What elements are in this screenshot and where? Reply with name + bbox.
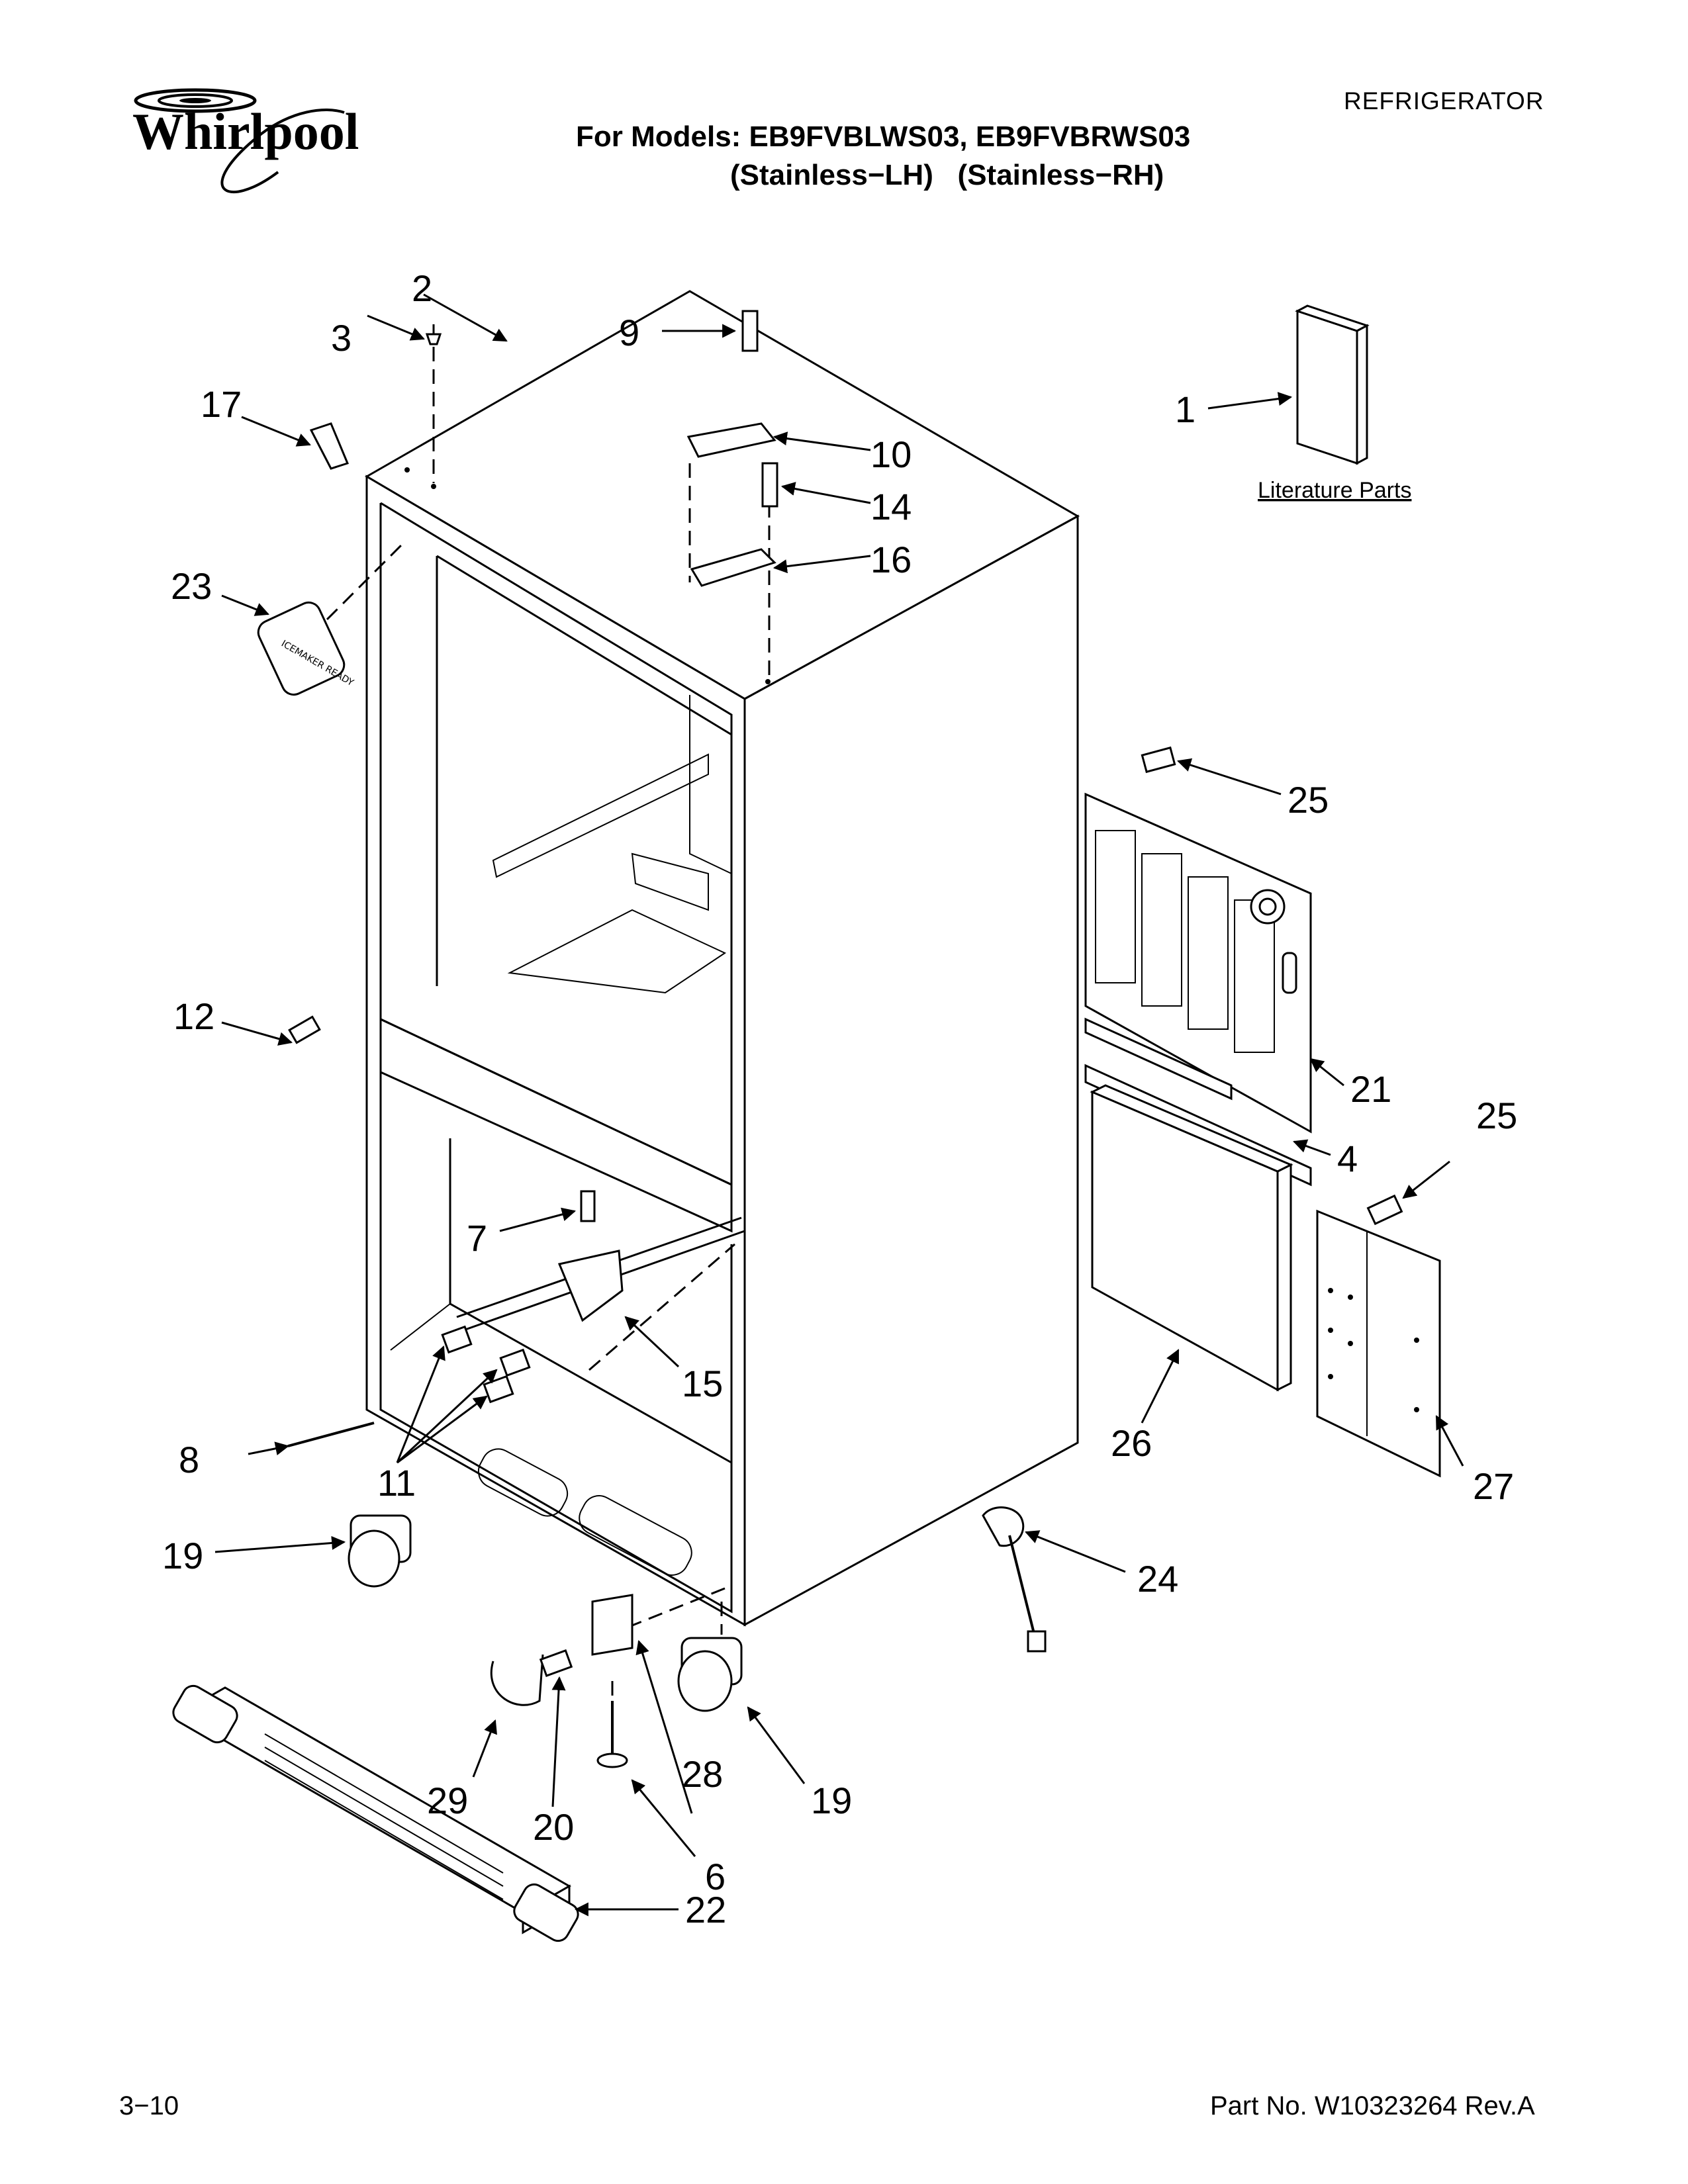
callout-23: 23: [171, 565, 212, 607]
callout-1: 1: [1175, 388, 1196, 430]
callout-16: 16: [870, 539, 912, 580]
caster-left: [348, 1514, 412, 1588]
caster-right: [677, 1637, 743, 1712]
callout-24: 24: [1137, 1558, 1178, 1600]
insulation-board: [1090, 1084, 1293, 1392]
callout-7: 7: [467, 1217, 487, 1259]
callout-25-top: 25: [1288, 779, 1329, 821]
wire-harness: [982, 1506, 1047, 1653]
callout-22: 22: [685, 1889, 726, 1931]
callout-26: 26: [1111, 1422, 1152, 1464]
leveling-leg: [596, 1701, 628, 1768]
panel-screw-side: [1366, 1194, 1403, 1226]
callout-6: 6: [705, 1856, 726, 1897]
callout-28: 28: [682, 1753, 723, 1795]
seal-strip-upper: [1084, 1017, 1233, 1101]
callout-19-right: 19: [811, 1780, 852, 1821]
callout-29: 29: [427, 1780, 468, 1821]
cabinet: [365, 290, 1080, 1627]
toe-grille: [172, 1684, 579, 1942]
icemaker-label: ICEMAKER READY: [257, 601, 355, 696]
callout-9: 9: [619, 312, 639, 353]
callout-17: 17: [201, 383, 242, 425]
callout-8: 8: [179, 1439, 199, 1480]
page-category: REFRIGERATOR: [1344, 87, 1544, 114]
part-number: Part No. W10323264 Rev.A: [1210, 2091, 1535, 2120]
callout-15: 15: [682, 1363, 723, 1404]
cover-clip: [490, 1654, 544, 1706]
callout-3: 3: [331, 317, 352, 359]
top-screw: [425, 333, 442, 345]
callout-10: 10: [870, 433, 912, 475]
panel-screw-top: [1141, 746, 1176, 774]
callout-2: 2: [412, 267, 432, 309]
brand-name: Whirlpool: [132, 103, 359, 160]
rear-access-panel: [1084, 792, 1312, 1134]
callout-14: 14: [870, 486, 912, 527]
whirlpool-logo: Whirlpool: [126, 73, 404, 205]
callout-4: 4: [1337, 1138, 1358, 1179]
leveling-bolt: [287, 1422, 375, 1447]
literature-parts: [1295, 304, 1370, 465]
page-number: 3−10: [119, 2091, 179, 2120]
compressor-cover: [1316, 1209, 1441, 1478]
callout-19-left: 19: [162, 1535, 203, 1576]
literature-parts-label: Literature Parts: [1258, 478, 1411, 503]
callout-21: 21: [1350, 1068, 1391, 1110]
variants-line: (Stainless−LH) (Stainless−RH): [730, 159, 1164, 191]
callout-20: 20: [533, 1806, 574, 1848]
callout-12: 12: [173, 995, 214, 1037]
lower-bracket: [557, 1250, 624, 1322]
roller-bracket: [591, 1594, 633, 1656]
callout-11: 11: [377, 1462, 416, 1504]
models-line: For Models: EB9FVBLWS03, EB9FVBRWS03: [576, 120, 1191, 153]
side-screw: [288, 1015, 321, 1044]
bracket-screw: [539, 1649, 573, 1677]
lower-screw: [580, 1190, 596, 1222]
callout-25-side: 25: [1476, 1095, 1517, 1136]
tape-strip: [309, 422, 350, 470]
callout-27: 27: [1473, 1465, 1514, 1507]
